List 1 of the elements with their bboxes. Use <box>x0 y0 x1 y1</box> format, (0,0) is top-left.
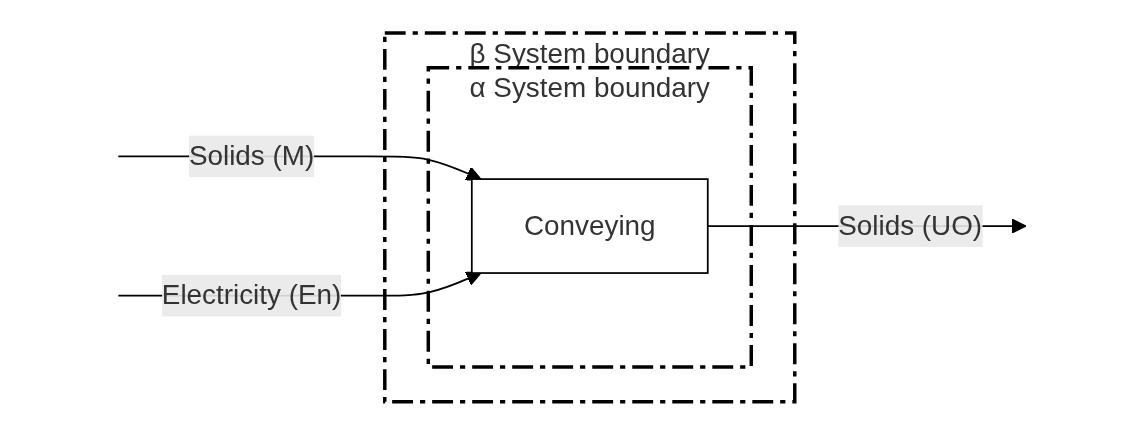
node-box: Conveying <box>470 177 709 274</box>
